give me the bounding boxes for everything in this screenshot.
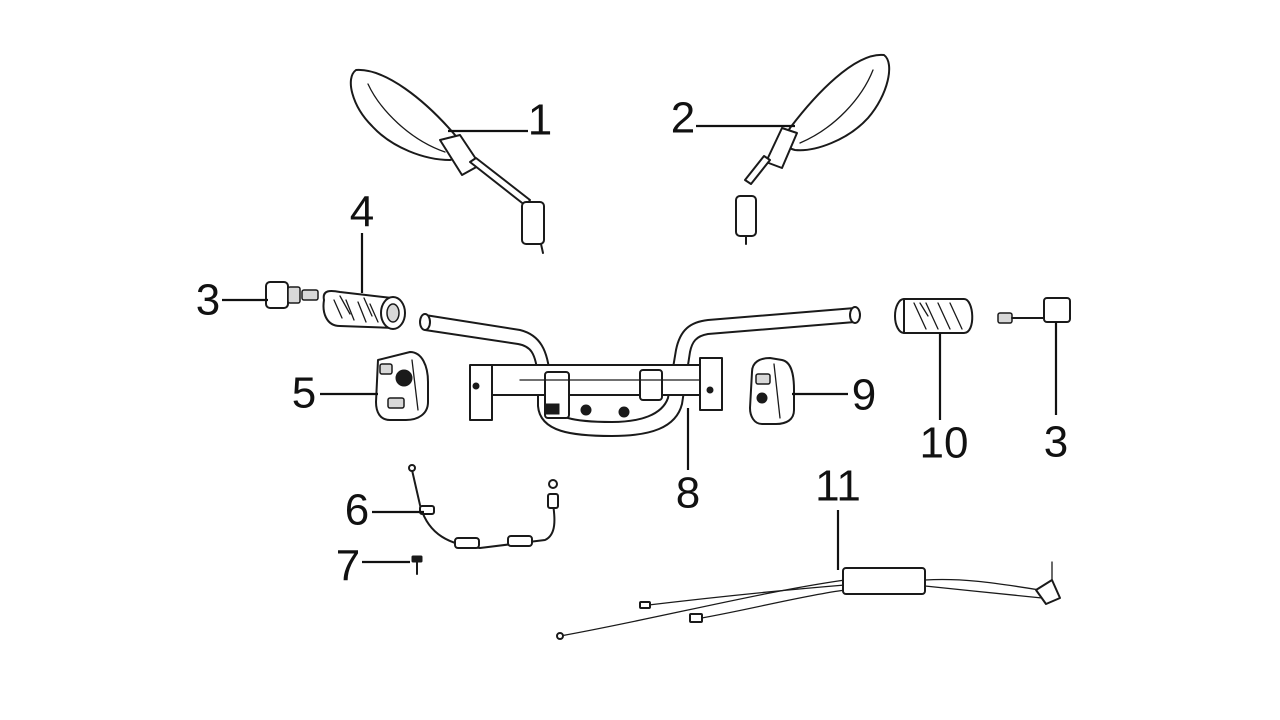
part-right-switch-housing [749, 357, 795, 425]
callout-3-left: 3 [196, 276, 220, 325]
callout-3-right: 3 [1044, 418, 1068, 467]
callout-4: 4 [350, 188, 374, 237]
callout-labels: 1 2 3 3 4 5 6 7 8 9 10 11 [196, 94, 1068, 591]
callout-11: 11 [815, 462, 861, 511]
callout-9: 9 [852, 371, 876, 420]
callout-2: 2 [671, 94, 695, 143]
part-throttle-cable [408, 464, 559, 549]
callout-8: 8 [676, 469, 700, 518]
part-screw [411, 555, 423, 575]
part-handlebar [419, 306, 861, 437]
part-left-switch-housing [375, 351, 429, 421]
part-right-mirror [735, 53, 891, 245]
callout-6: 6 [345, 486, 369, 535]
callout-1: 1 [528, 96, 552, 145]
callout-7: 7 [336, 542, 360, 591]
callout-5: 5 [292, 369, 316, 418]
part-left-grip [322, 290, 406, 330]
part-throttle-cable-assembly [556, 561, 1061, 640]
leader-lines [222, 124, 1058, 570]
part-right-grip [894, 298, 974, 334]
part-bar-end-left [265, 281, 319, 309]
callout-10: 10 [920, 419, 969, 468]
part-left-mirror [349, 68, 545, 254]
part-bar-end-right [997, 297, 1071, 324]
